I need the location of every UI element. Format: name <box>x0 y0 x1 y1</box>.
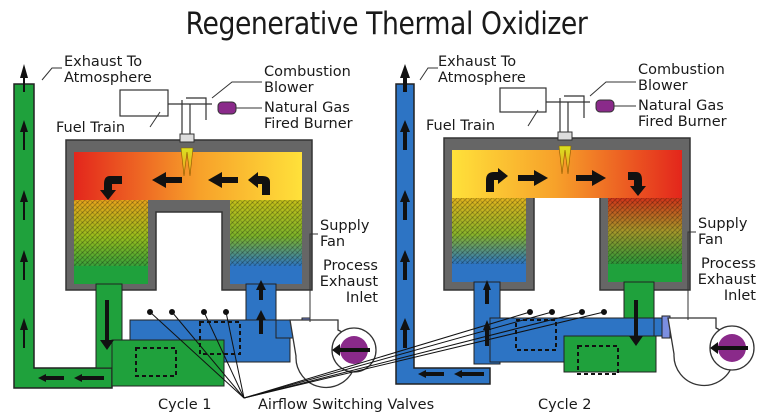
cycle-1-leader-lines <box>41 67 318 322</box>
cycle-2-burner-line-2: Fired Burner <box>638 114 727 130</box>
cycle-1-supply-line-1: Supply <box>320 218 370 234</box>
cycle-1-group <box>13 64 377 399</box>
cycle-2-burner-line-1: Natural Gas <box>638 98 724 114</box>
cycle-2-flow-arrows <box>400 64 748 378</box>
cycle-2-right-plenum <box>608 264 682 282</box>
cycle-1-burner-line-2: Fired Burner <box>264 116 353 132</box>
cycle-1-blower-line-1: Combustion <box>264 64 351 80</box>
cycle-2-leader-lines <box>419 67 696 320</box>
cycle-1-valve-leaders <box>147 309 245 399</box>
cycle-2-fuel-train-label: Fuel Train <box>426 118 496 134</box>
cycle-2-burner-label: Natural Gas Fired Burner <box>638 98 727 130</box>
cycle-2-blower-line-1: Combustion <box>638 62 725 78</box>
cycle-2-blower-label: Combustion Blower <box>638 62 725 94</box>
airflow-switching-valves-label: Airflow Switching Valves <box>258 397 435 413</box>
cycle-2-burner-assembly <box>499 87 615 175</box>
cycle-1-exhaust-line-1: Exhaust To <box>64 54 143 70</box>
cycle-1-burner-label: Natural Gas Fired Burner <box>264 100 353 132</box>
cycle-2-exhaust-label: Exhaust To Atmosphere <box>438 54 526 86</box>
cycle-1-burner-assembly <box>119 89 237 177</box>
cycle-1-valve-manifold-green <box>111 339 225 387</box>
cycle-1-supply-fan-label: Supply Fan <box>320 218 369 250</box>
cycle-2-exhaust-duct <box>395 83 491 385</box>
cycle-1-process-line-2: Exhaust <box>319 274 378 290</box>
cycle-2-supply-line-2: Fan <box>698 232 724 248</box>
cycle-2-left-plenum <box>452 264 526 282</box>
cycle-2-process-inlet-label: Process Exhaust Inlet <box>690 256 756 304</box>
cycle-1-left-plenum <box>74 266 148 284</box>
cycle-1-flow-arrows <box>20 64 370 382</box>
cycle-1-valve-2 <box>199 321 241 355</box>
cycle-2-supply-fan-label: Supply Fan <box>698 216 747 248</box>
cycle-1-process-line-3: Inlet <box>345 290 378 306</box>
cycle-2-valve-leaders <box>243 309 607 399</box>
diagram-title: Regenerative Thermal Oxidizer <box>185 6 588 42</box>
cycle-2-process-line-1: Process <box>700 256 756 272</box>
cycle-1-blower-line-2: Blower <box>264 80 314 96</box>
cycle-2-process-line-3: Inlet <box>723 288 756 304</box>
cycle-2-exhaust-line-2: Atmosphere <box>438 70 526 86</box>
cycle-1-valve-1 <box>135 347 177 377</box>
cycle-1-exhaust-line-2: Atmosphere <box>64 70 152 86</box>
cycle-2-valve-2 <box>577 345 619 375</box>
cycle-1-fuel-train-label: Fuel Train <box>56 120 126 136</box>
cycle-2-supply-fan <box>667 317 755 387</box>
cycle-2-caption: Cycle 2 <box>538 397 592 413</box>
cycle-1-supply-fan <box>289 319 377 389</box>
cycle-2-blower-line-2: Blower <box>638 78 688 94</box>
cycle-1-process-line-1: Process <box>322 258 378 274</box>
cycle-1-supply-line-2: Fan <box>320 234 346 250</box>
cycle-1-blower-label: Combustion Blower <box>264 64 351 96</box>
cycle-1-caption: Cycle 1 <box>158 397 212 413</box>
cycle-1-burner-line-1: Natural Gas <box>264 100 350 116</box>
cycle-2-valve-manifold-green <box>563 335 657 373</box>
cycle-1-process-inlet-label: Process Exhaust Inlet <box>312 258 378 306</box>
cycle-1-exhaust-label: Exhaust To Atmosphere <box>64 54 152 86</box>
cycle-2-exhaust-line-1: Exhaust To <box>438 54 517 70</box>
cycle-1-right-plenum <box>230 266 302 284</box>
cycle-2-supply-line-1: Supply <box>698 216 748 232</box>
cycle-2-process-line-2: Exhaust <box>697 272 756 288</box>
cycle-2-group <box>243 64 755 399</box>
